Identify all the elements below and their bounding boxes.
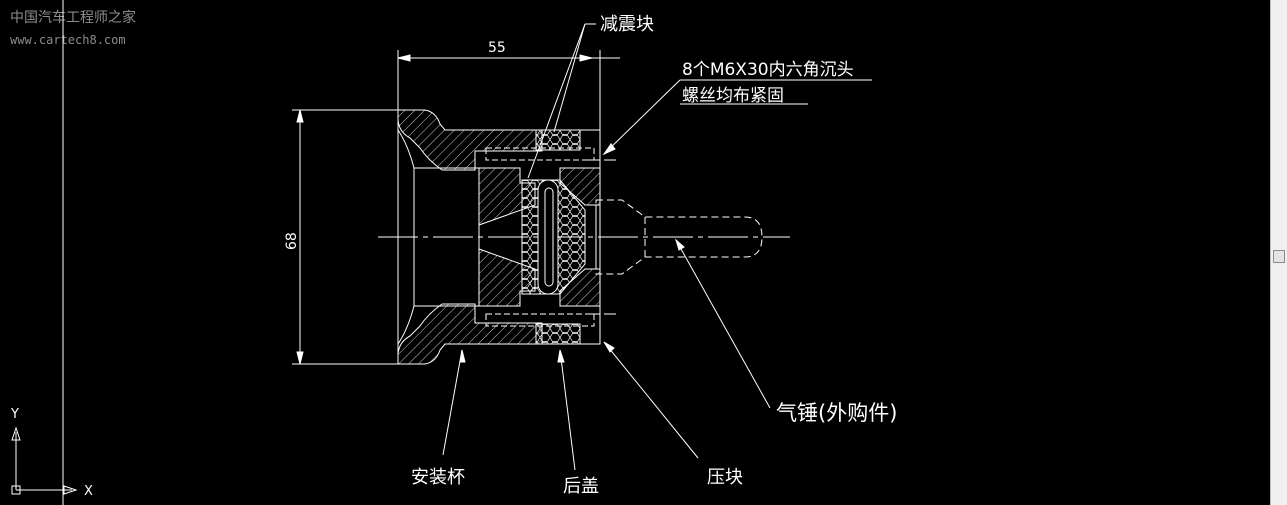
leader-lines: [442, 23, 872, 471]
watermark-site-name: 中国汽车工程师之家: [10, 9, 136, 26]
ucs-icon: [11, 426, 78, 495]
ucs-x-label: X: [84, 484, 93, 499]
dimension-55-label: 55: [488, 40, 506, 56]
vertical-scrollbar[interactable]: [1270, 0, 1287, 505]
dimension-55: [397, 50, 620, 130]
label-damping-block: 减震块: [600, 14, 654, 35]
watermark: 中国汽车工程师之家 www.cartech8.com: [10, 9, 136, 47]
assembly-cross-section: [292, 23, 872, 471]
dimension-68-label: 68: [284, 232, 300, 250]
label-mounting-cup: 安装杯: [411, 467, 465, 488]
air-hammer-outline: [595, 199, 763, 275]
damping-block-top: [535, 129, 581, 151]
label-rear-cover: 后盖: [563, 476, 599, 497]
label-screws-line1: 8个M6X30内六角沉头: [682, 60, 854, 80]
mounting-cup-lower: [397, 303, 543, 365]
damping-block-bottom: [535, 323, 581, 345]
mounting-cup-upper: [397, 109, 543, 171]
watermark-url: www.cartech8.com: [10, 33, 126, 47]
label-screws-line2: 螺丝均布紧固: [682, 86, 784, 106]
ucs-y-label: Y: [10, 407, 19, 422]
dimension-68: [292, 109, 398, 365]
label-press-block: 压块: [707, 467, 743, 488]
label-air-hammer: 气锤(外购件): [776, 401, 897, 425]
scrollbar-thumb[interactable]: [1273, 250, 1285, 263]
